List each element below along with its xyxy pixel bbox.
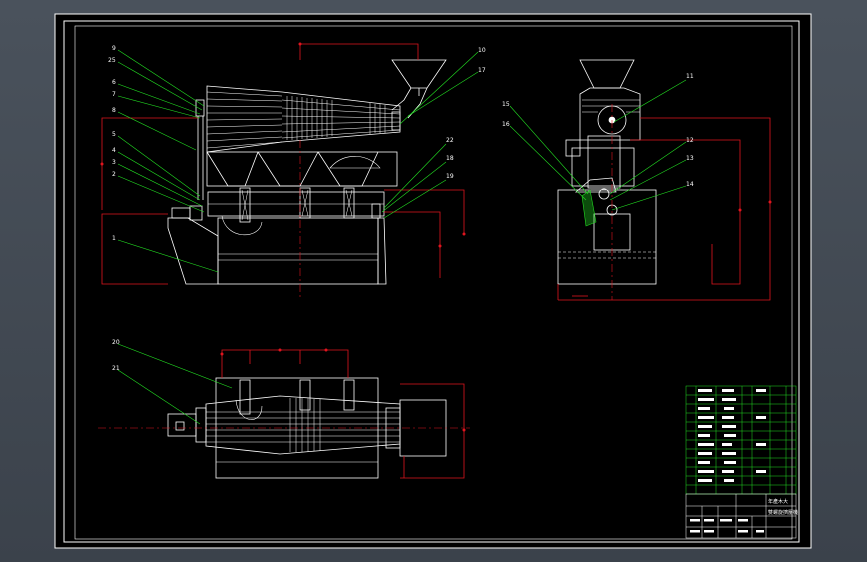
drawing-border <box>63 20 800 543</box>
callout-label: 5 <box>112 131 116 138</box>
drawing-sheet <box>54 13 812 549</box>
callout-label: 1 <box>112 235 116 242</box>
callout-label: 15 <box>502 101 510 108</box>
callout-label: 22 <box>446 137 454 144</box>
callout-label: 14 <box>686 181 694 188</box>
callout-label: 16 <box>502 121 510 128</box>
callout-label: 13 <box>686 155 694 162</box>
callout-label: 11 <box>686 73 694 80</box>
inner-frame <box>74 25 793 540</box>
callout-label: 4 <box>112 147 116 154</box>
drum-hatch <box>286 96 386 140</box>
plan-view <box>167 377 447 479</box>
drum-stripes <box>206 91 401 149</box>
centre-lines <box>98 104 613 429</box>
callout-label: 2 <box>112 171 116 178</box>
callout-label: 18 <box>446 155 454 162</box>
callout-label: 17 <box>478 67 486 74</box>
parts-list-marks <box>698 389 766 482</box>
front-view <box>167 59 447 285</box>
title-block <box>685 493 797 539</box>
callout-label: 21 <box>112 365 120 372</box>
callout-label: 19 <box>446 173 454 180</box>
callout-label: 9 <box>112 45 116 52</box>
wiring <box>101 43 771 479</box>
leader-lines <box>117 49 687 425</box>
front-chamber <box>206 151 398 187</box>
callout-labels: 9 25 6 7 8 5 4 3 2 1 10 17 22 18 19 11 1… <box>108 45 694 372</box>
callout-label: 6 <box>112 79 116 86</box>
side-base <box>557 189 657 285</box>
callout-label: 8 <box>112 107 116 114</box>
callout-label: 10 <box>478 47 486 54</box>
title-block-marks <box>690 519 764 533</box>
parts-list <box>685 385 797 495</box>
callout-label: 20 <box>112 339 120 346</box>
title-block-subtitle: 雙螺旋擠壓機 <box>768 509 798 516</box>
title-block-name: 年產木大 <box>768 498 788 505</box>
callout-label: 25 <box>108 57 116 64</box>
wiring-dots <box>100 42 772 432</box>
callout-label: 3 <box>112 159 116 166</box>
side-chute <box>574 177 617 193</box>
callout-label: 12 <box>686 137 694 144</box>
side-view <box>557 59 657 285</box>
callout-label: 7 <box>112 91 116 98</box>
